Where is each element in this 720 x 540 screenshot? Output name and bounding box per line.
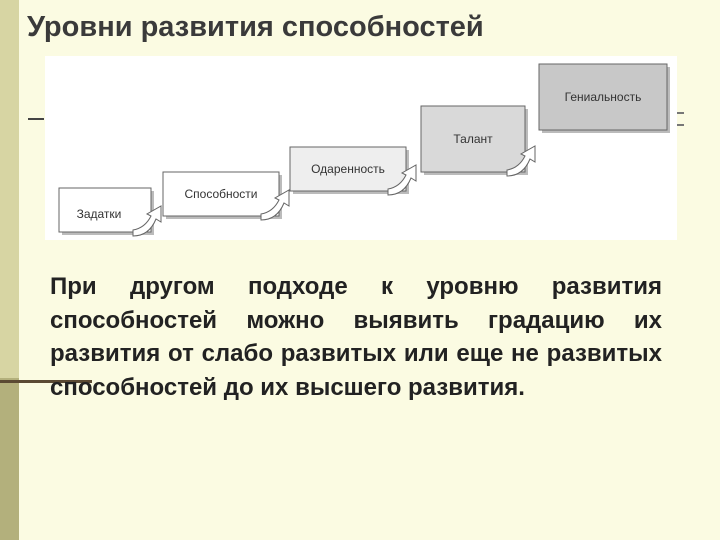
step-1: Задатки [58,187,162,237]
step-label: Талант [453,132,493,146]
left-decorative-band-lower [0,378,19,540]
step-label: Гениальность [565,90,642,104]
slide-title: Уровни развития способностей [27,11,484,43]
step-label: Задатки [77,207,122,221]
step-5: Гениальность [538,63,670,133]
step-box [289,146,407,192]
title-divider [28,118,44,120]
step-2: Способности [162,171,290,221]
step-label: Способности [184,187,257,201]
curved-up-arrow-icon [506,145,536,177]
levels-diagram: Задатки Способности Одаренность Талант Гениа… [45,56,677,240]
curved-up-arrow-icon [260,189,290,221]
curved-up-arrow-icon [387,164,417,196]
curved-up-arrow-icon [132,205,162,237]
right-divider [676,112,684,126]
step-box [538,63,668,131]
step-label: Одаренность [311,162,385,176]
step-4: Талант [420,105,536,177]
accent-line [0,380,92,383]
staircase-diagram: Задатки Способности Одаренность Талант Гениа… [58,63,670,237]
step-box [58,187,152,233]
step-box [420,105,526,173]
step-3: Одаренность [289,146,417,196]
step-box [162,171,280,217]
body-paragraph: При другом подходе к уровню развития спо… [50,273,662,401]
